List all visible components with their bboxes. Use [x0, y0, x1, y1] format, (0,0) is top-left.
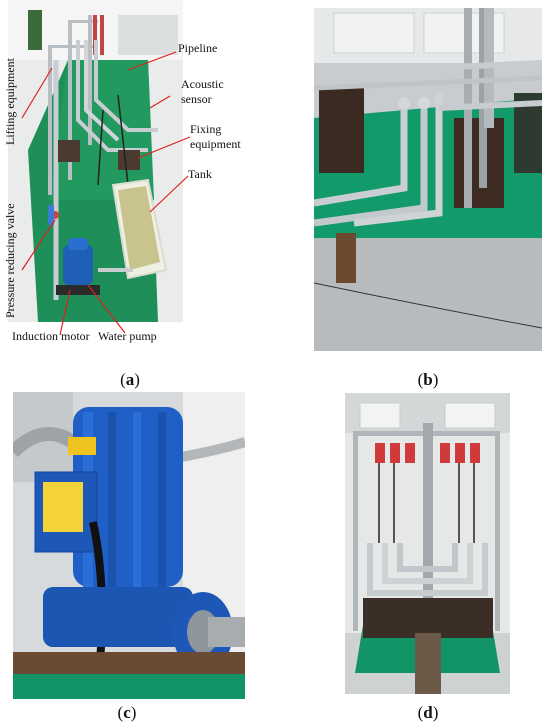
- pipeline-label: Pipeline: [178, 41, 217, 55]
- pressure-reducing-valve-label: Pressure reducing valve: [3, 203, 17, 318]
- caption-c: (c): [117, 703, 137, 722]
- caption-b: (b): [417, 370, 439, 389]
- caption-a: (a): [120, 370, 140, 389]
- acoustic-sensor-label-line2: sensor: [181, 92, 212, 106]
- panel-a-photo: [8, 0, 183, 322]
- panel-a-annotations: Pipeline Acoustic sensor Fixing equipmen…: [3, 41, 241, 343]
- lifting-equipment-label: Lifting equipment: [3, 57, 17, 145]
- panel-b-photo: [314, 8, 542, 351]
- tank-label: Tank: [188, 167, 212, 181]
- fixing-equipment-label-line2: equipment: [190, 137, 241, 151]
- induction-motor-label: Induction motor: [12, 329, 90, 343]
- pipeline-leader-line: [127, 51, 177, 71]
- water-pump-label: Water pump: [98, 329, 157, 343]
- acoustic-sensor-leader-line: [149, 95, 171, 109]
- fixing-equipment-label-line1: Fixing: [190, 122, 221, 136]
- tank-leader-line: [149, 175, 189, 213]
- caption-d: (d): [417, 703, 439, 722]
- panel-c-photo: [13, 392, 245, 699]
- panel-d-photo: [345, 393, 510, 694]
- water-pump-leader-line: [87, 284, 126, 334]
- pressure-valve-leader-line: [21, 219, 56, 271]
- fixing-equipment-leader-line: [137, 136, 191, 159]
- acoustic-sensor-label-line1: Acoustic: [181, 77, 224, 91]
- lifting-equipment-leader-line: [21, 67, 53, 119]
- induction-motor-leader-line: [59, 289, 71, 336]
